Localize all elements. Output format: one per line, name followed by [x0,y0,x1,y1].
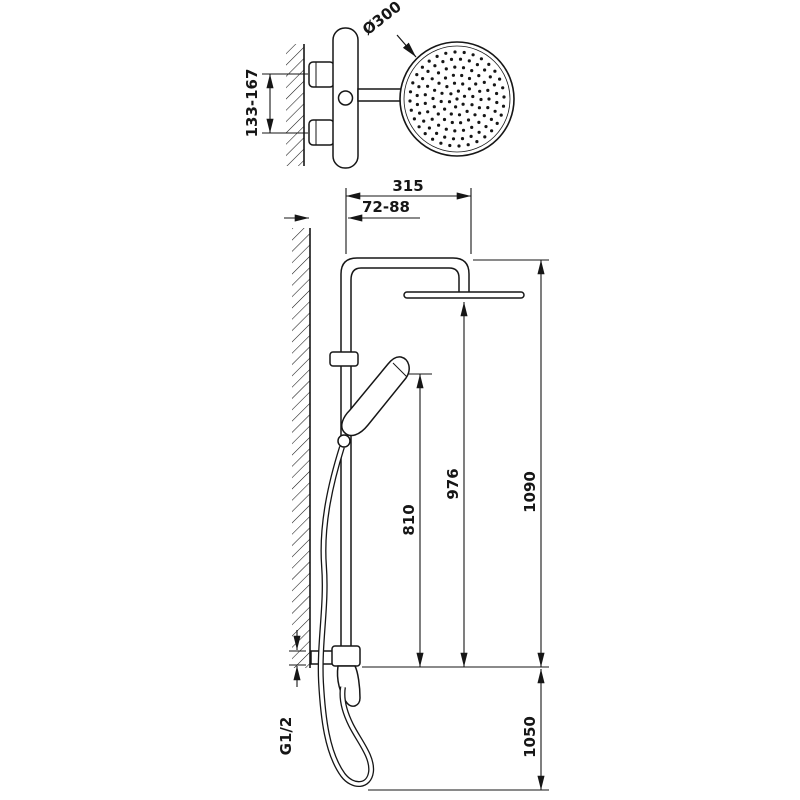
dim-head-reach: 315 [345,177,472,254]
rain-head-front-view [399,41,515,157]
wall-section-main [292,228,311,668]
dimensions: 315 72-88 810 976 1090 1050 [284,177,549,791]
rain-head-nozzles [408,50,506,148]
dim-mixer-offset: 133-167 [243,69,308,138]
wall-section-top [286,44,305,166]
riser-pipe-outer [340,257,470,660]
slide-bracket [329,351,359,367]
rain-head-side-view [403,291,525,299]
hand-shower-body [341,356,410,437]
dim-handset-height: 810 [396,373,432,667]
hand-shower-face-edge [392,362,408,378]
wall-hatch-top [286,44,304,166]
dim-outlet-fitting [289,630,306,687]
rain-head-inner-rim [403,45,511,153]
dim-column-height: 1090 [473,259,549,667]
dim-hose-length: 1050 [368,669,549,791]
dim-hose-length-label: 1050 [521,716,539,758]
hand-shower-hose-nut [337,434,351,448]
dim-head-diameter-leader [396,34,417,58]
dim-column-height-label: 1090 [521,471,539,513]
riser-pipe [340,257,470,660]
outlet-tee-body [331,645,361,667]
dim-head-reach-label: 315 [392,177,423,195]
dim-head-diameter: Ø300 [359,0,417,58]
dim-mixer-offset-label: 133-167 [243,69,261,138]
riser-pipe-inner [350,267,460,660]
dim-head-underside-height: 976 [444,302,468,667]
hand-shower [337,356,410,448]
dim-head-underside-label: 976 [444,468,462,499]
dim-handset-height-label: 810 [400,504,418,535]
thread-size-label: G1/2 [277,717,295,756]
mixer-logo-badge [337,90,354,106]
wall-hatch-main [292,228,310,668]
dim-wall-clearance: 72-88 [284,198,420,222]
dim-head-diameter-label: Ø300 [359,0,405,39]
shower-hose [317,446,375,787]
mixer-knob-bottom [308,119,335,146]
mixer-knob-top [308,61,335,88]
dim-wall-clearance-label: 72-88 [362,198,410,216]
hose-core [318,446,373,786]
